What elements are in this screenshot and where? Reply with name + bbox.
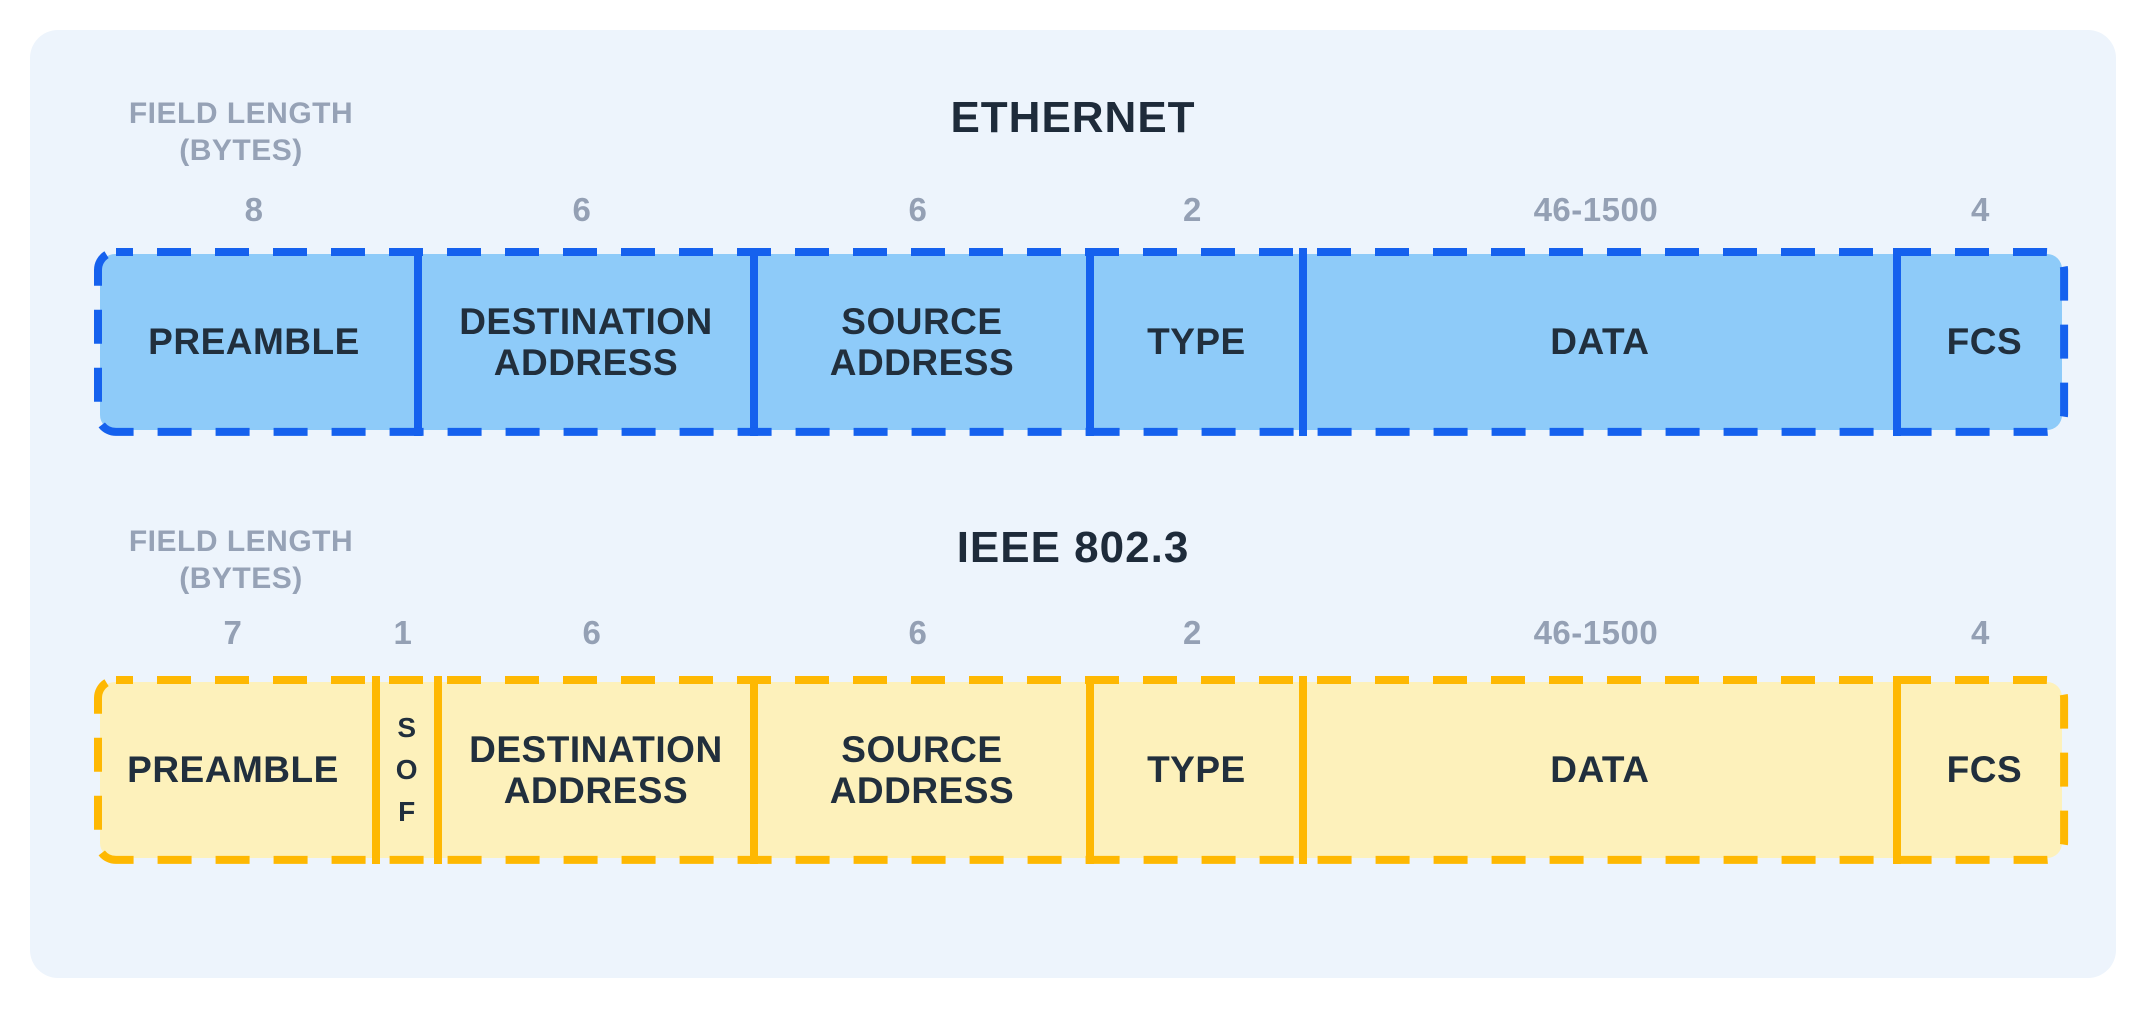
ethernet-frame: PREAMBLE DESTINATION ADDRESS SOURCE ADDR… [94, 248, 2069, 436]
field-length-value: 6 [908, 614, 928, 651]
field-length-value: 2 [1182, 614, 1202, 651]
frame-field-type: TYPE [1085, 676, 1299, 864]
frame-field-destination-address: DESTINATION ADDRESS [433, 676, 750, 864]
field-length-value: 4 [1970, 614, 1990, 651]
ieee8023-byte-lengths-row: 7 1 6 6 2 46-1500 4 [94, 616, 2068, 649]
field-label: DATA [1550, 749, 1650, 791]
frame-cells: PREAMBLE SOF DESTINATION ADDRESS SOURCE … [94, 676, 2068, 864]
frame-field-destination-address: DESTINATION ADDRESS [413, 248, 750, 436]
frame-field-type: TYPE [1085, 248, 1299, 436]
field-length-value: 8 [244, 191, 264, 228]
frame-field-preamble: PREAMBLE [94, 676, 372, 864]
ethernet-byte-lengths-row: 8 6 6 2 46-1500 4 [94, 193, 2068, 226]
field-length-bytes-label: FIELD LENGTH (BYTES) [128, 525, 354, 595]
ethernet-title: ETHERNET [950, 93, 1196, 142]
field-label: DESTINATION ADDRESS [469, 728, 723, 811]
ieee8023-frame: PREAMBLE SOF DESTINATION ADDRESS SOURCE … [94, 676, 2069, 864]
diagram-card: FIELD LENGTH (BYTES) ETHERNET 8 6 6 2 46… [30, 30, 2116, 978]
frame-field-source-address: SOURCE ADDRESS [749, 248, 1086, 436]
field-label: TYPE [1147, 749, 1246, 791]
field-label: SOURCE ADDRESS [829, 728, 1015, 811]
field-label: TYPE [1147, 321, 1246, 363]
field-length-value: 46-1500 [1533, 191, 1659, 228]
field-label: PREAMBLE [148, 321, 360, 363]
field-length-bytes-label: FIELD LENGTH (BYTES) [128, 97, 354, 167]
frame-cells: PREAMBLE DESTINATION ADDRESS SOURCE ADDR… [94, 248, 2068, 436]
field-length-value: 1 [393, 614, 413, 651]
field-label: FCS [1946, 321, 2023, 363]
field-length-value: 6 [908, 191, 928, 228]
field-length-value: 6 [582, 614, 602, 651]
frame-field-preamble: PREAMBLE [94, 248, 414, 436]
field-label: SOURCE ADDRESS [829, 300, 1015, 383]
field-length-value: 46-1500 [1533, 614, 1659, 651]
field-label: SOF [395, 712, 419, 827]
field-length-value: 6 [572, 191, 592, 228]
field-label: DATA [1550, 321, 1650, 363]
field-label: PREAMBLE [127, 749, 339, 791]
field-length-value: 4 [1970, 191, 1990, 228]
frame-field-source-address: SOURCE ADDRESS [749, 676, 1086, 864]
frame-field-data: DATA [1298, 248, 1893, 436]
field-label: FCS [1946, 749, 2023, 791]
frame-field-data: DATA [1298, 676, 1893, 864]
ieee8023-title: IEEE 802.3 [956, 523, 1190, 572]
frame-field-fcs: FCS [1892, 248, 2068, 436]
field-length-value: 7 [223, 614, 243, 651]
field-length-value: 2 [1182, 191, 1202, 228]
frame-field-sof: SOF [371, 676, 434, 864]
frame-field-fcs: FCS [1892, 676, 2068, 864]
field-label: DESTINATION ADDRESS [459, 300, 713, 383]
